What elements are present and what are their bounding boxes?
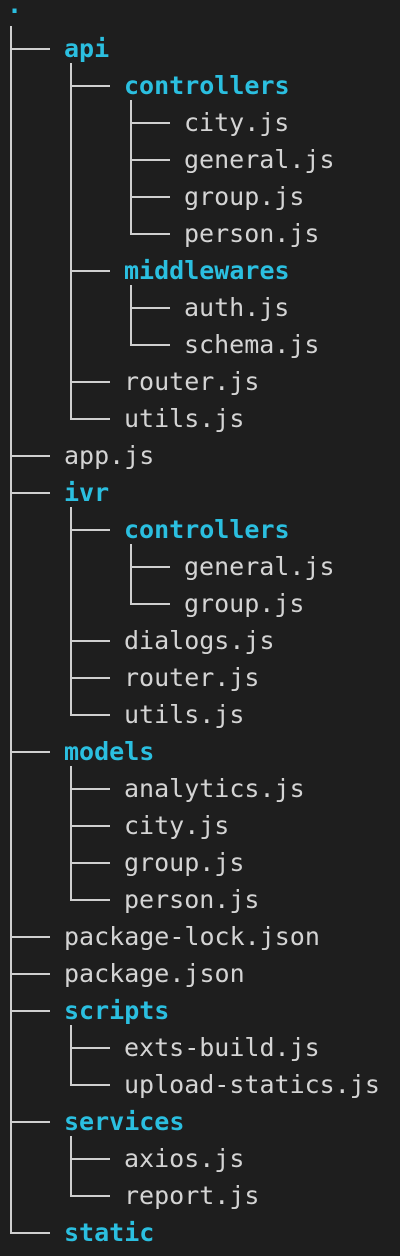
tree-branch-connector	[10, 935, 50, 938]
tree-branch-connector	[10, 1231, 50, 1234]
tree-branch-connector	[130, 306, 170, 309]
tree-guide-line	[10, 26, 12, 1233]
tree-file[interactable]: group.js	[124, 848, 245, 877]
tree-branch-connector	[70, 1083, 110, 1086]
tree-folder[interactable]: controllers	[124, 515, 290, 544]
tree-branch-connector	[10, 47, 50, 50]
tree-file[interactable]: upload-statics.js	[124, 1070, 380, 1099]
tree-branch-connector	[70, 898, 110, 901]
tree-folder[interactable]: static	[64, 1218, 155, 1247]
tree-branch-connector	[70, 713, 110, 716]
tree-folder[interactable]: api	[64, 34, 110, 63]
tree-file[interactable]: schema.js	[184, 330, 320, 359]
tree-branch-connector	[70, 676, 110, 679]
tree-branch-connector	[10, 972, 50, 975]
tree-branch-connector	[70, 1046, 110, 1049]
tree-branch-connector	[10, 750, 50, 753]
tree-guide-line	[130, 100, 132, 234]
tree-branch-connector	[130, 158, 170, 161]
tree-branch-connector	[70, 639, 110, 642]
tree-branch-connector	[70, 84, 110, 87]
tree-file[interactable]: app.js	[64, 441, 155, 470]
tree-file[interactable]: router.js	[124, 367, 260, 396]
tree-folder[interactable]: models	[64, 737, 155, 766]
tree-folder[interactable]: ivr	[64, 478, 110, 507]
tree-guide-line	[70, 1025, 72, 1085]
tree-branch-connector	[130, 343, 170, 346]
tree-file[interactable]: exts-build.js	[124, 1033, 320, 1062]
tree-file[interactable]: dialogs.js	[124, 626, 275, 655]
tree-root-label: .	[7, 0, 23, 19]
tree-folder[interactable]: services	[64, 1107, 185, 1136]
tree-branch-connector	[70, 528, 110, 531]
tree-branch-connector	[70, 1157, 110, 1160]
tree-branch-connector	[70, 824, 110, 827]
tree-branch-connector	[130, 195, 170, 198]
tree-file[interactable]: general.js	[184, 552, 335, 581]
tree-branch-connector	[70, 417, 110, 420]
tree-folder[interactable]: middlewares	[124, 256, 290, 285]
tree-file[interactable]: person.js	[184, 219, 320, 248]
tree-file[interactable]: package-lock.json	[64, 922, 320, 951]
tree-branch-connector	[130, 232, 170, 235]
tree-guide-line	[130, 285, 132, 345]
tree-branch-connector	[10, 1120, 50, 1123]
tree-branch-connector	[130, 565, 170, 568]
tree-guide-line	[70, 1136, 72, 1196]
tree-file[interactable]: axios.js	[124, 1144, 245, 1173]
tree-file[interactable]: utils.js	[124, 700, 245, 729]
tree-file[interactable]: group.js	[184, 589, 305, 618]
tree-file[interactable]: city.js	[124, 811, 230, 840]
tree-guide-line	[130, 544, 132, 604]
tree-branch-connector	[10, 491, 50, 494]
tree-file[interactable]: auth.js	[184, 293, 290, 322]
tree-branch-connector	[130, 602, 170, 605]
tree-branch-connector	[70, 269, 110, 272]
tree-file[interactable]: analytics.js	[124, 774, 305, 803]
tree-folder[interactable]: scripts	[64, 996, 170, 1025]
tree-guide-line	[70, 507, 72, 715]
tree-branch-connector	[10, 454, 50, 457]
tree-file[interactable]: group.js	[184, 182, 305, 211]
tree-branch-connector	[70, 1194, 110, 1197]
tree-branch-connector	[130, 121, 170, 124]
tree-file[interactable]: utils.js	[124, 404, 245, 433]
tree-file[interactable]: report.js	[124, 1181, 260, 1210]
tree-branch-connector	[70, 787, 110, 790]
tree-branch-connector	[70, 861, 110, 864]
tree-file[interactable]: router.js	[124, 663, 260, 692]
tree-guide-line	[70, 766, 72, 900]
tree-branch-connector	[10, 1009, 50, 1012]
tree-folder[interactable]: controllers	[124, 71, 290, 100]
tree-file[interactable]: person.js	[124, 885, 260, 914]
tree-file[interactable]: city.js	[184, 108, 290, 137]
tree-file[interactable]: general.js	[184, 145, 335, 174]
tree-file[interactable]: package.json	[64, 959, 245, 988]
tree-guide-line	[70, 63, 72, 419]
tree-branch-connector	[70, 380, 110, 383]
